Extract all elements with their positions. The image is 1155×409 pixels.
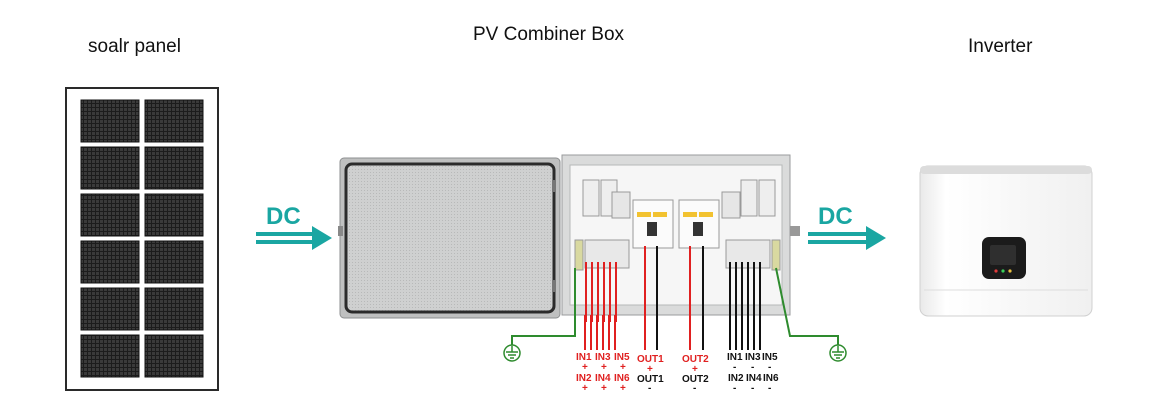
terminal-block-left bbox=[574, 239, 630, 271]
solar-cell bbox=[80, 334, 140, 378]
terminal-label: IN3 bbox=[595, 352, 611, 363]
terminal-label: IN6 bbox=[763, 373, 779, 384]
inverter bbox=[919, 165, 1093, 317]
terminal-sign: + bbox=[620, 362, 626, 373]
terminal-label: IN4 bbox=[595, 373, 611, 384]
terminal-label: IN5 bbox=[614, 352, 630, 363]
solar-cell bbox=[80, 99, 140, 143]
terminal-sign: + bbox=[601, 362, 607, 373]
terminal-label: IN1 bbox=[576, 352, 592, 363]
terminal-sign: - bbox=[751, 362, 754, 373]
combiner-box bbox=[561, 154, 800, 322]
dc-arrow-left: DC bbox=[256, 203, 332, 250]
ground-wire-left bbox=[503, 268, 576, 362]
terminal-sign: + bbox=[582, 383, 588, 394]
output-sign: + bbox=[692, 364, 698, 375]
breaker-2 bbox=[678, 199, 720, 249]
inverter-title: Inverter bbox=[968, 36, 1033, 57]
solar-cell bbox=[80, 193, 140, 237]
fuse-holders-right bbox=[721, 179, 776, 219]
output-label: OUT2 bbox=[682, 374, 709, 385]
solar-cell bbox=[144, 287, 204, 331]
solar-cell bbox=[144, 146, 204, 190]
solar-panel-title: soalr panel bbox=[88, 36, 181, 57]
output-label: OUT1 bbox=[637, 354, 664, 365]
ground-icon bbox=[829, 344, 847, 362]
terminal-sign: - bbox=[733, 383, 736, 394]
terminal-label: IN2 bbox=[576, 373, 592, 384]
terminal-label: IN3 bbox=[745, 352, 761, 363]
dc-label-left: DC bbox=[266, 203, 301, 230]
terminal-sign: + bbox=[582, 362, 588, 373]
ground-wire-right bbox=[775, 267, 847, 362]
terminal-sign: - bbox=[768, 362, 771, 373]
solar-cell bbox=[80, 240, 140, 284]
solar-cell bbox=[80, 146, 140, 190]
terminal-sign: + bbox=[620, 383, 626, 394]
solar-cell bbox=[80, 287, 140, 331]
output-label: OUT1 bbox=[637, 374, 664, 385]
terminal-label: IN6 bbox=[614, 373, 630, 384]
terminal-sign: - bbox=[751, 383, 754, 394]
solar-panel bbox=[65, 87, 219, 391]
terminal-label: IN5 bbox=[762, 352, 778, 363]
solar-cell bbox=[144, 193, 204, 237]
output-sign: + bbox=[647, 364, 653, 375]
output-label: OUT2 bbox=[682, 354, 709, 365]
solar-cell bbox=[144, 334, 204, 378]
solar-cell bbox=[144, 99, 204, 143]
terminal-label: IN1 bbox=[727, 352, 743, 363]
output-sign: - bbox=[693, 383, 696, 394]
terminal-sign: - bbox=[733, 362, 736, 373]
solar-cell bbox=[144, 240, 204, 284]
breaker-1 bbox=[632, 199, 674, 249]
cable-bundle bbox=[584, 315, 761, 350]
terminal-sign: + bbox=[601, 383, 607, 394]
dc-arrow-right: DC bbox=[808, 203, 886, 250]
ground-icon bbox=[503, 344, 521, 362]
output-sign: - bbox=[648, 383, 651, 394]
terminal-labels: IN1+IN2+IN3+IN4+IN5+IN6+OUT1+OUT1-OUT2+O… bbox=[576, 352, 779, 394]
terminal-sign: - bbox=[768, 383, 771, 394]
terminal-label: IN4 bbox=[746, 373, 762, 384]
dc-label-right: DC bbox=[818, 203, 853, 230]
fuse-holders-left bbox=[582, 179, 631, 219]
terminal-label: IN2 bbox=[728, 373, 744, 384]
combiner-box-door bbox=[338, 157, 561, 319]
combiner-box-title: PV Combiner Box bbox=[473, 24, 625, 45]
